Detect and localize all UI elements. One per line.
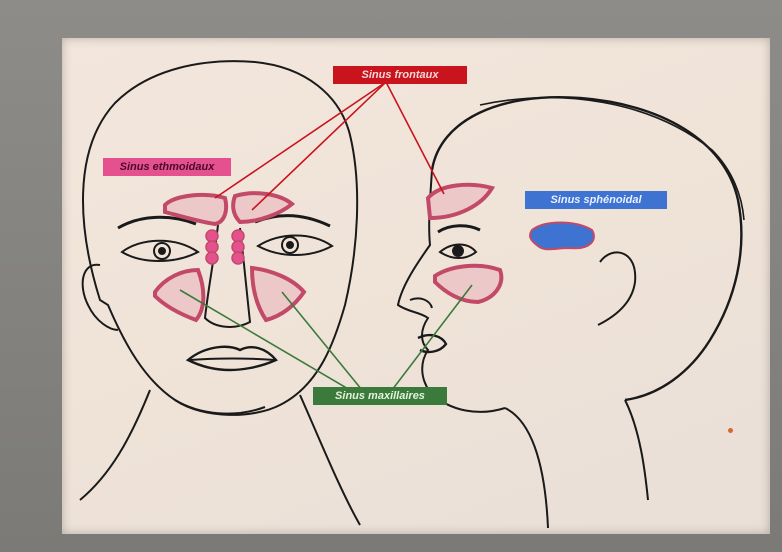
front-maxillary-sinus-right (252, 268, 304, 320)
ethmoid-cell (232, 230, 244, 242)
front-chin-line (175, 400, 265, 414)
frontal-leader-lines (215, 82, 444, 210)
maxillary-leader (392, 285, 472, 390)
sphenoid-sinus-label: Sinus sphénoidal (525, 191, 667, 209)
ethmoid-cell (232, 241, 244, 253)
front-ethmoid-sinuses (206, 230, 244, 264)
front-left-ear (83, 265, 118, 330)
profile-ear (598, 252, 635, 325)
profile-sinuses (428, 185, 501, 302)
front-frontal-sinus-right (233, 193, 292, 222)
profile-sphenoid-sinus (530, 223, 594, 250)
ethmoid-cell (206, 230, 218, 242)
profile-nostril (410, 298, 432, 308)
front-neck-right (300, 395, 360, 525)
ethmoid-sinus-label: Sinus ethmoidaux (103, 158, 231, 176)
profile-frontal-sinus (428, 185, 492, 218)
profile-maxillary-sinus (435, 266, 501, 302)
profile-iris (453, 246, 463, 256)
profile-eyebrow (438, 226, 480, 232)
front-sinuses (155, 193, 304, 320)
profile-neck-back (625, 400, 648, 500)
frontal-leader (215, 82, 386, 198)
front-maxillary-sinus-left (155, 270, 203, 320)
frontal-leader (252, 82, 386, 210)
frontal-sinus-label: Sinus frontaux (333, 66, 467, 84)
front-face (80, 61, 360, 525)
front-right-pupil (287, 242, 293, 248)
ethmoid-cell (206, 252, 218, 264)
profile-head-outline (432, 97, 741, 400)
maxillary-leader (282, 292, 362, 390)
front-left-pupil (159, 248, 165, 254)
stray-dot (728, 428, 733, 433)
profile-face (398, 97, 744, 528)
front-mouth-line (190, 359, 275, 361)
profile-neck-front (505, 408, 548, 528)
maxillary-sinus-label: Sinus maxillaires (313, 387, 447, 405)
ethmoid-cell (206, 241, 218, 253)
ethmoid-cell (232, 252, 244, 264)
front-neck-left (80, 390, 150, 500)
frontal-leader (386, 82, 444, 194)
